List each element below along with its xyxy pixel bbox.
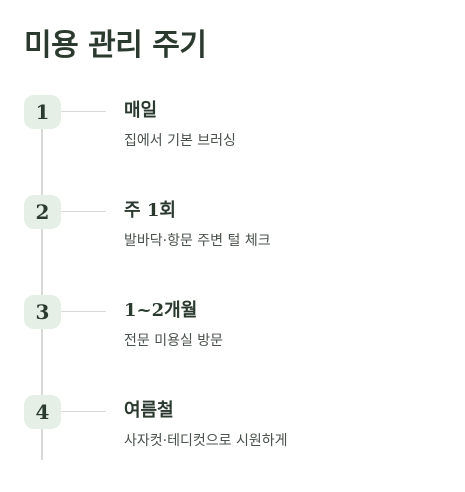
step-description: 전문 미용실 방문 — [124, 333, 224, 349]
step-connector-line — [61, 311, 106, 312]
step-title: 매일 — [124, 100, 158, 121]
step-description: 사자컷·테디컷으로 시원하게 — [124, 433, 288, 449]
timeline-vertical-line — [41, 112, 43, 460]
step-description: 집에서 기본 브러싱 — [124, 133, 236, 149]
timeline-step-3: 3 1~2개월 전문 미용실 방문 — [0, 295, 465, 375]
step-number-badge: 1 — [24, 95, 61, 129]
step-title: 주 1회 — [124, 200, 176, 221]
step-title: 여름철 — [124, 400, 174, 421]
step-title: 1~2개월 — [124, 300, 198, 321]
page-title: 미용 관리 주기 — [24, 28, 207, 63]
step-connector-line — [61, 211, 106, 212]
step-description: 발바닥·항문 주변 털 체크 — [124, 233, 271, 249]
timeline-step-4: 4 여름철 사자컷·테디컷으로 시원하게 — [0, 395, 465, 475]
step-connector-line — [61, 411, 106, 412]
step-connector-line — [61, 111, 106, 112]
step-number-badge: 3 — [24, 295, 61, 329]
step-number-badge: 4 — [24, 395, 61, 429]
timeline-step-1: 1 매일 집에서 기본 브러싱 — [0, 95, 465, 175]
step-number-badge: 2 — [24, 195, 61, 229]
timeline-step-2: 2 주 1회 발바닥·항문 주변 털 체크 — [0, 195, 465, 275]
